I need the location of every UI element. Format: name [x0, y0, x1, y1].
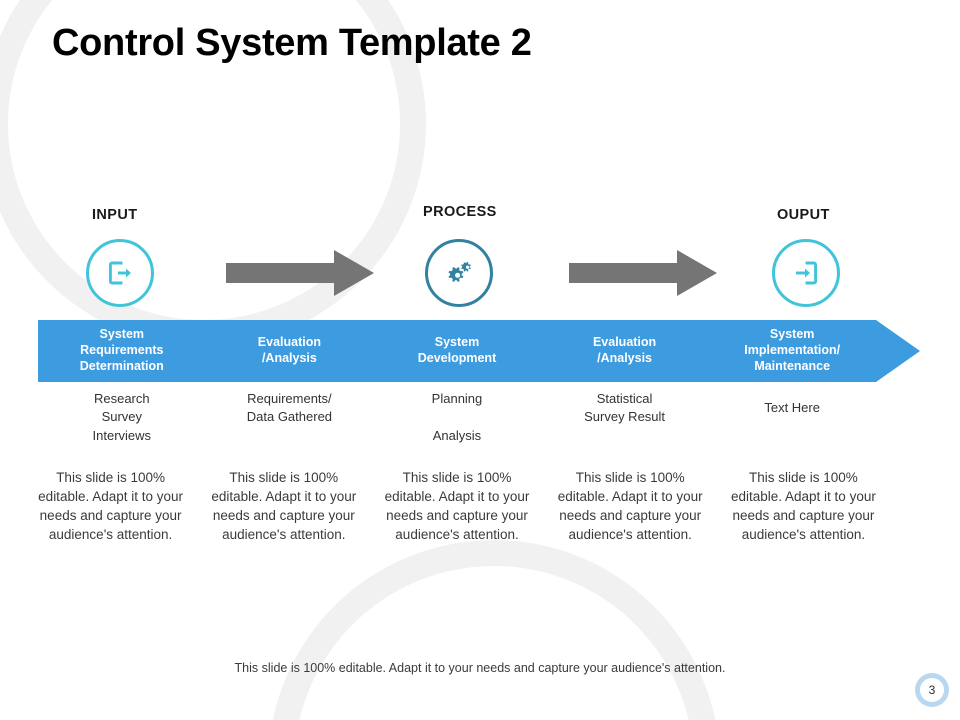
- connector-arrow-1: [226, 249, 374, 302]
- process-icon-circle: [425, 239, 493, 307]
- input-icon-circle: [86, 239, 154, 307]
- body-text-row: This slide is 100% editable. Adapt it to…: [24, 468, 890, 545]
- banner-step-2: Evaluation/Analysis: [257, 335, 321, 365]
- decorative-ring-bottom: [268, 540, 720, 720]
- body-cell-4: This slide is 100% editable. Adapt it to…: [557, 470, 703, 543]
- keyword-cell-5: Text Here: [764, 400, 820, 415]
- stage-label-input: INPUT: [92, 207, 138, 223]
- body-cell-3: This slide is 100% editable. Adapt it to…: [384, 470, 530, 543]
- body-cell-1: This slide is 100% editable. Adapt it to…: [38, 470, 184, 543]
- connector-arrow-2: [569, 249, 717, 302]
- page-number-badge: 3: [915, 673, 949, 707]
- keyword-cell-2: Requirements/Data Gathered: [246, 391, 333, 425]
- ouput-icon-circle: [772, 239, 840, 307]
- import-arrow-icon: [791, 258, 821, 288]
- stage-label-ouput: OUPUT: [777, 207, 830, 223]
- gears-icon: [443, 258, 475, 288]
- footer-note: This slide is 100% editable. Adapt it to…: [234, 661, 726, 675]
- body-cell-2: This slide is 100% editable. Adapt it to…: [211, 470, 357, 543]
- export-arrow-icon: [105, 258, 135, 288]
- banner-step-4: Evaluation/Analysis: [592, 335, 657, 365]
- body-cell-5: This slide is 100% editable. Adapt it to…: [730, 470, 876, 543]
- stage-label-process: PROCESS: [423, 204, 497, 220]
- page-title: Control System Template 2: [52, 22, 532, 64]
